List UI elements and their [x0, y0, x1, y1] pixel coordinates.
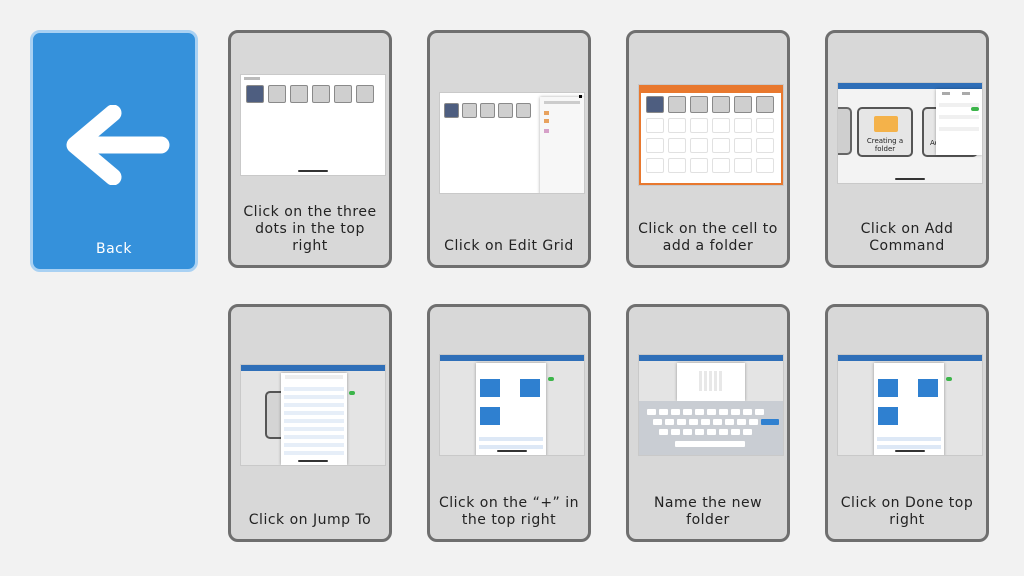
step-card-plus-top-right[interactable]: Click on the “+” in the top right [427, 304, 591, 542]
step-label: Click on Add Command [860, 221, 954, 254]
back-button[interactable]: Back [30, 30, 198, 272]
step-label: Click on Jump To [248, 512, 372, 528]
step-card-three-dots[interactable]: Click on the three dots in the top right [228, 30, 392, 268]
step-screenshot: Creating a folder Add [838, 83, 982, 183]
step-card-jump-to[interactable]: Click on Jump To [228, 304, 392, 542]
step-card-add-folder-cell[interactable]: Click on the cell to add a folder [626, 30, 790, 268]
tile-label: Creating a folder [866, 137, 904, 153]
step-screenshot [639, 355, 783, 455]
back-label: Back [96, 241, 132, 257]
step-label: Click on the cell to add a folder [638, 221, 778, 254]
step-screenshot [440, 93, 584, 193]
keyboard [639, 401, 783, 455]
step-label: Click on the “+” in the top right [438, 495, 580, 528]
step-screenshot [440, 355, 584, 455]
step-label: Click on Edit Grid [444, 238, 574, 254]
step-card-done-top-right[interactable]: Click on Done top right [825, 304, 989, 542]
step-card-add-command[interactable]: Creating a folder Add Click on Add Comma… [825, 30, 989, 268]
step-label: Name the new folder [653, 495, 763, 528]
step-screenshot [241, 365, 385, 465]
step-card-edit-grid[interactable]: Click on Edit Grid [427, 30, 591, 268]
step-screenshot [639, 85, 783, 185]
step-label: Click on the three dots in the top right [243, 204, 377, 254]
step-card-name-folder[interactable]: Name the new folder [626, 304, 790, 542]
step-label: Click on Done top right [840, 495, 974, 528]
step-screenshot [241, 75, 385, 175]
arrow-left-icon [66, 105, 170, 185]
folder-icon [874, 116, 898, 132]
step-screenshot [838, 355, 982, 455]
